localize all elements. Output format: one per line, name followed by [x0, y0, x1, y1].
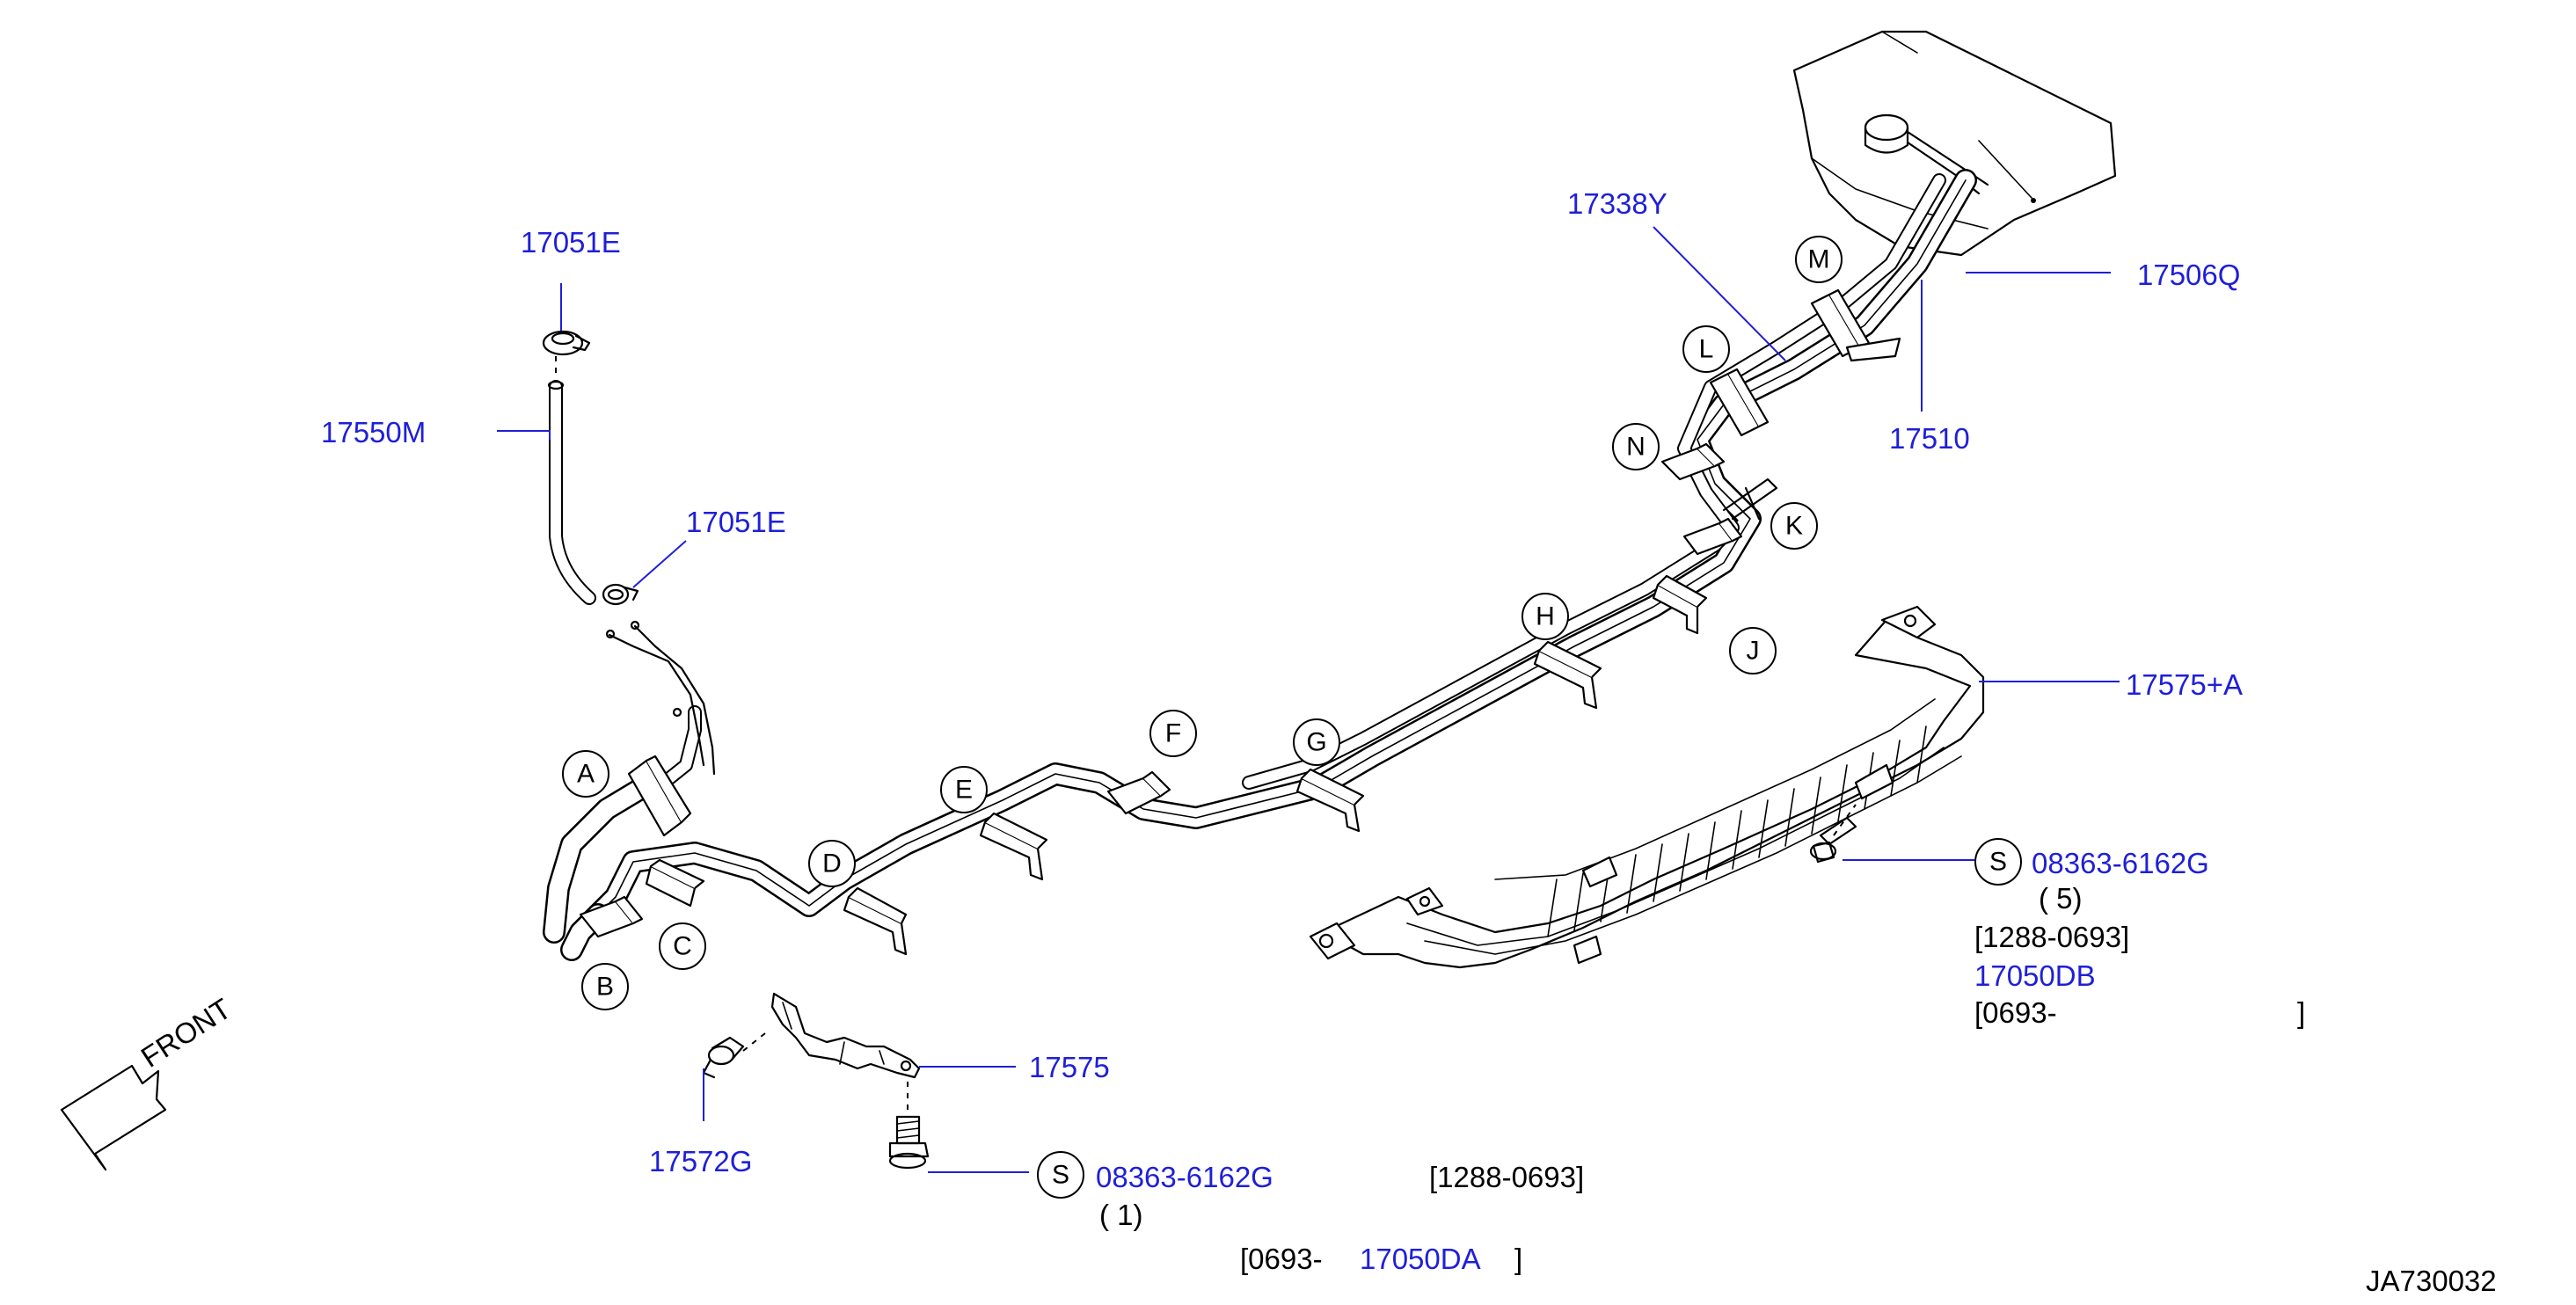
hose-clamp-top: [542, 330, 591, 356]
svg-text:H: H: [1536, 602, 1555, 631]
callout-s-bottom: S: [1037, 1151, 1084, 1199]
svg-text:D: D: [822, 849, 842, 879]
callout-g: G: [1293, 718, 1340, 766]
push-clip: [702, 1036, 745, 1079]
tube-clips: [579, 288, 1901, 956]
svg-text:F: F: [1165, 719, 1181, 748]
clip-d: [843, 886, 908, 956]
tube-bracket-assembly: [702, 992, 930, 1170]
callout-e: E: [940, 766, 988, 813]
part-17050db[interactable]: 17050DB: [1974, 959, 2096, 992]
part-17510[interactable]: 17510: [1889, 422, 1970, 455]
range-bottom-2-close: ]: [1514, 1243, 1522, 1275]
filler-hose-assembly: [542, 330, 716, 776]
part-17550m[interactable]: 17550M: [321, 416, 426, 448]
bolt-right: [1809, 804, 1857, 864]
callout-c: C: [659, 922, 706, 970]
callout-l: L: [1682, 325, 1730, 373]
clip-h: [1533, 640, 1602, 710]
callout-j: J: [1729, 627, 1777, 674]
part-17051e-mid[interactable]: 17051E: [686, 506, 786, 538]
part-17051e-top[interactable]: 17051E: [521, 226, 621, 259]
clip-e: [979, 812, 1048, 881]
front-label: FRONT: [135, 992, 237, 1074]
callout-s-right: S: [1974, 838, 2022, 886]
tube-protector-assembly: [1309, 605, 1985, 969]
callout-b: B: [581, 963, 629, 1010]
callout-f: F: [1149, 710, 1197, 757]
clip-k: [1682, 517, 1743, 556]
bolt-bottom: [888, 1115, 930, 1170]
clip-j: [1652, 574, 1708, 635]
clip-m: [1810, 288, 1901, 362]
clip-g: [1295, 768, 1365, 833]
range-right-1: [1288-0693]: [1974, 921, 2129, 953]
filler-hose: [547, 380, 596, 605]
part-17572g[interactable]: 17572G: [649, 1145, 752, 1177]
breather-tube: [605, 620, 716, 776]
callout-h: H: [1522, 593, 1569, 640]
leader-lines: [497, 226, 2120, 1173]
svg-text:S: S: [1052, 1161, 1069, 1190]
range-bottom-1: [1288-0693]: [1429, 1161, 1584, 1193]
clip-f: [1106, 770, 1171, 815]
part-bolt-bottom[interactable]: 08363-6162G: [1096, 1161, 1273, 1193]
clip-l: [1709, 368, 1770, 437]
svg-text:K: K: [1785, 512, 1803, 541]
svg-text:N: N: [1626, 433, 1646, 462]
svg-text:M: M: [1808, 245, 1830, 274]
svg-text:A: A: [577, 760, 595, 789]
part-17506q[interactable]: 17506Q: [2137, 259, 2240, 291]
qty-bottom: ( 1): [1099, 1199, 1143, 1231]
range-right-2-close: ]: [2297, 996, 2305, 1029]
part-17050da[interactable]: 17050DA: [1360, 1243, 1481, 1275]
callout-d: D: [808, 840, 856, 887]
part-bolt-right[interactable]: 08363-6162G: [2032, 847, 2209, 879]
svg-text:B: B: [596, 973, 614, 1002]
part-17338y[interactable]: 17338Y: [1567, 187, 1667, 220]
qty-right: ( 5): [2039, 882, 2083, 915]
svg-text:G: G: [1306, 728, 1326, 757]
clip-n: [1660, 442, 1726, 481]
notes: ( 5) [1288-0693] [0693- ] ( 1) [1288-069…: [1099, 882, 2497, 1297]
part-17575a[interactable]: 17575+A: [2126, 668, 2243, 701]
svg-text:C: C: [673, 932, 692, 961]
callout-a: A: [562, 750, 609, 798]
callout-k: K: [1770, 502, 1818, 550]
callout-n: N: [1612, 423, 1660, 470]
clip-c: [645, 858, 705, 908]
callout-circles: A B C D E F G H J K L M N S S: [562, 236, 2022, 1199]
part-labels: 17051E 17550M 17051E 17338Y 17506Q 17510…: [321, 187, 2243, 1275]
hose-clamp-mid: [602, 583, 639, 606]
svg-text:S: S: [1989, 848, 2007, 877]
svg-text:J: J: [1747, 637, 1760, 666]
svg-text:L: L: [1699, 335, 1714, 364]
clip-a: [627, 755, 692, 837]
svg-text:E: E: [955, 776, 973, 805]
range-bottom-2-open: [0693-: [1240, 1243, 1323, 1275]
fuel-tank: [1792, 30, 2117, 257]
range-right-2-open: [0693-: [1974, 996, 2057, 1029]
clip-b: [579, 895, 644, 938]
drawing-id: JA730032: [2366, 1265, 2497, 1297]
part-17575[interactable]: 17575: [1029, 1051, 1110, 1083]
callout-m: M: [1795, 236, 1843, 283]
front-arrow: FRONT: [60, 992, 237, 1171]
